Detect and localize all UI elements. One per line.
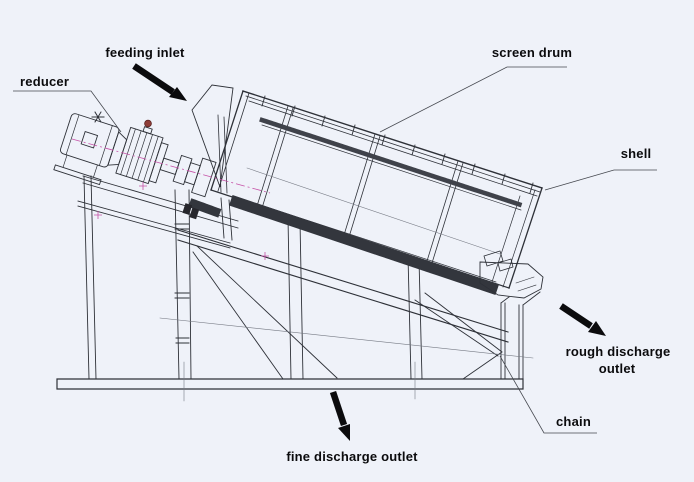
leader-lines [13,66,657,434]
feeding-hopper [191,84,234,188]
drum-spiral-top-band [259,117,524,208]
label-rough-discharge-line1: rough discharge [566,344,671,359]
support-frame [56,175,541,402]
text-labels: feeding inlet reducer screen drum shell … [20,45,670,464]
label-feeding-inlet: feeding inlet [105,45,185,60]
screen-drum-leader [379,66,567,133]
middle-column [287,217,304,380]
label-reducer: reducer [20,74,69,89]
drive-chain-hatch [188,198,222,218]
center-mark-3 [261,252,269,260]
center-mark-2 [139,182,147,190]
hopper-plate [191,84,234,188]
drive-chain-links [182,203,200,220]
fine-discharge-arrow [329,390,350,441]
motor-mount-beams [77,175,239,249]
reducer-leader [13,90,122,133]
motor-feet [62,154,98,178]
shell-stiffeners [256,105,464,264]
shell-rear-edge [508,187,543,289]
rear-bearing-a [483,250,504,267]
shell-front-edge [210,90,244,191]
reducer-fins [120,128,159,183]
screen-drum-body [188,117,524,295]
rough-discharge-arrow [559,303,606,336]
rear-column [407,255,423,380]
feeding-inlet-arrow [132,63,187,101]
shell-rivet-ticks [261,95,534,194]
shell-top-inner-lines [245,95,541,197]
front-bearing-block [191,157,217,198]
reducer-bolt-base [142,126,153,135]
vent-star-mark [91,111,105,123]
drum-top-underline [261,124,522,211]
diagonal-braces [192,197,541,380]
center-mark-1 [94,211,102,219]
red-bolt-icon [144,119,152,128]
shell-rear-inner [491,189,536,288]
discharge-chute [479,250,544,299]
shell-interior-line [246,167,501,255]
base-plate [56,378,524,390]
motor-foot-plate [53,164,102,186]
motor-junction-box [80,130,99,149]
label-fine-discharge: fine discharge outlet [286,449,418,464]
centerlines [71,138,271,260]
label-shell: shell [621,146,652,161]
reference-thin-lines [159,317,534,402]
motor-body-lines [65,114,113,167]
drum-spiral-bottom-band [229,195,499,295]
label-rough-discharge-line2: outlet [599,361,636,376]
annotation-arrows [132,63,606,441]
rear-bearing-b [497,258,514,272]
label-screen-drum: screen drum [492,45,572,60]
shell-casing [210,90,543,289]
front-column [174,189,192,380]
drive-axis-centerline [71,138,271,194]
shell-leader [544,169,657,191]
shell-top-edge [242,90,543,189]
chain-leader [499,355,597,434]
label-chain: chain [556,414,591,429]
chute-inner-ticks [515,276,537,292]
chute-outline [479,261,544,299]
